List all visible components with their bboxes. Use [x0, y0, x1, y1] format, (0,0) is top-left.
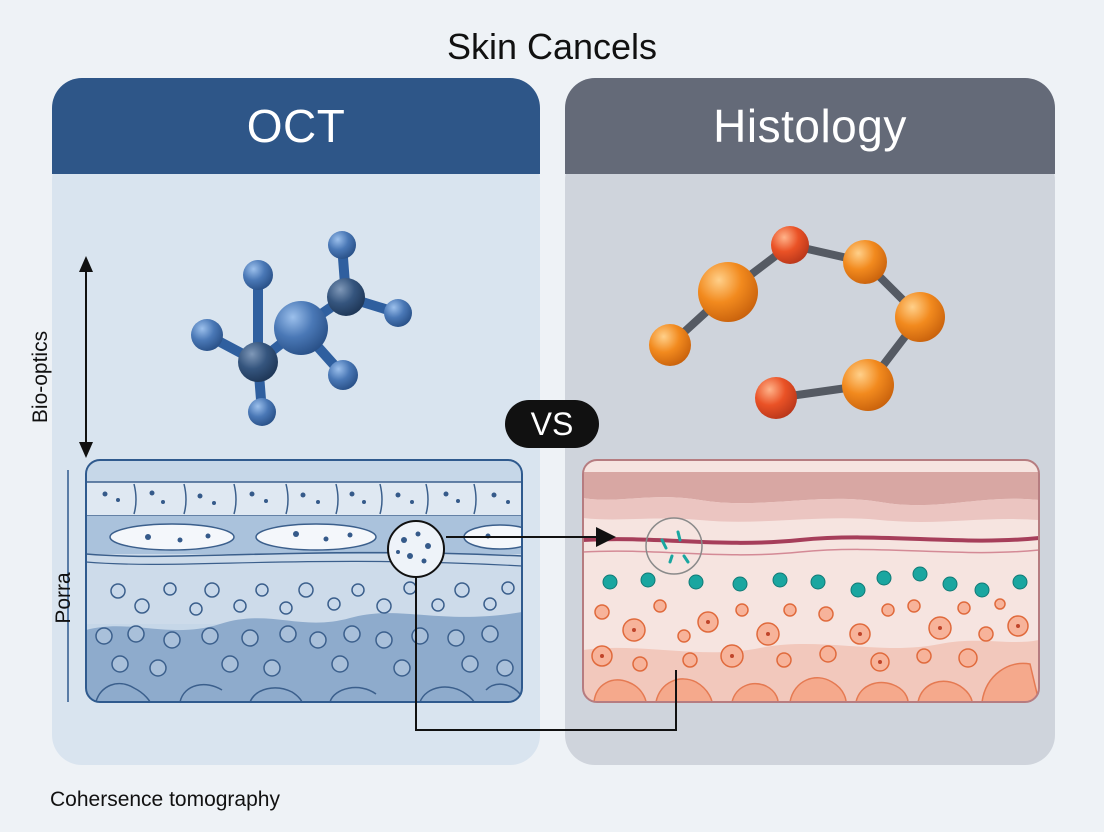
- arrow-up-head: [79, 256, 93, 272]
- histology-panel-header: Histology: [565, 78, 1055, 174]
- oct-atoms: [191, 231, 412, 426]
- histology-cell-nuclei: [600, 620, 1020, 664]
- oct-tissue-frame: [85, 459, 523, 703]
- bottom-connector: [415, 577, 677, 731]
- histology-teal-cells: [602, 566, 1028, 598]
- histology-magnifier-marks: [660, 530, 690, 564]
- histology-magnifier: [645, 517, 703, 575]
- histology-panel-label: Histology: [713, 100, 907, 152]
- bio-optics-label: Bio-optics: [29, 330, 52, 424]
- histology-tissue-frame: [582, 459, 1040, 703]
- oct-tissue-details: [95, 483, 522, 702]
- oct-panel-label: OCT: [246, 100, 346, 152]
- arrow-down-head: [79, 442, 93, 458]
- histology-atoms: [649, 226, 945, 419]
- vs-label: VS: [530, 405, 574, 442]
- oct-magnifier: [387, 520, 445, 578]
- oct-magnifier-cells: [396, 531, 431, 564]
- diagram-title: Skin Cancels: [446, 26, 658, 67]
- footnote: Cohersence tomography: [50, 788, 280, 811]
- vs-badge: VS: [505, 400, 599, 448]
- porra-label: Porra: [52, 572, 75, 624]
- histology-deep-cells: [593, 662, 1039, 702]
- oct-panel-header: OCT: [52, 78, 540, 174]
